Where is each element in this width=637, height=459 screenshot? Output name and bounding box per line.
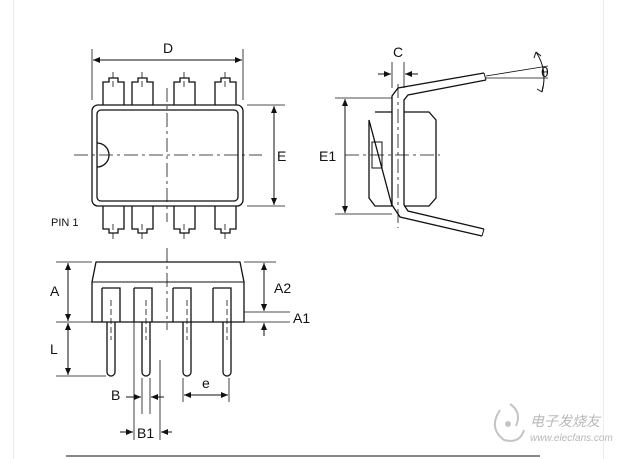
theta-label: θ xyxy=(541,64,549,80)
pin1-label: PIN 1 xyxy=(51,217,79,229)
left-frame-edge xyxy=(13,0,14,459)
front-pin-2 xyxy=(133,287,153,377)
front-view xyxy=(56,248,290,440)
pin-center-lines xyxy=(112,72,226,240)
dim-e-label: E xyxy=(277,148,286,164)
side-view-lead-upper xyxy=(391,72,487,205)
dim-c-label: C xyxy=(393,44,403,60)
lower-pin-4 xyxy=(214,206,237,234)
dim-e-pitch-label: e xyxy=(202,375,210,391)
lower-pin-1 xyxy=(102,206,125,234)
watermark-logo-icon xyxy=(493,403,525,442)
dim-b1-label: B1 xyxy=(137,425,154,441)
front-pin-1 xyxy=(101,287,121,377)
dim-l-label: L xyxy=(50,341,58,357)
watermark-url: www.elecfans.com xyxy=(530,433,613,444)
dim-b-label: B xyxy=(111,387,120,403)
dim-d-label: D xyxy=(163,40,173,56)
upper-pin-2 xyxy=(131,77,154,105)
top-view-upper-pins xyxy=(102,77,237,105)
upper-pin-3 xyxy=(173,77,196,105)
front-view-body xyxy=(91,261,245,323)
side-view-lead-lower xyxy=(391,204,485,237)
watermark-brand: 电子发烧友 xyxy=(530,414,602,430)
front-pin-center-lines xyxy=(110,300,228,340)
dim-a2-label: A2 xyxy=(274,280,291,296)
dim-a-label: A xyxy=(50,283,60,299)
top-view-lower-pins xyxy=(102,206,237,234)
side-view-body xyxy=(368,111,437,207)
upper-pin-4 xyxy=(214,77,237,105)
watermark: 电子发烧友 www.elecfans.com xyxy=(493,403,613,444)
upper-pin-1 xyxy=(102,77,125,105)
top-view-body-inner xyxy=(96,109,239,202)
lower-pin-3 xyxy=(173,206,196,234)
lower-pin-2 xyxy=(131,206,154,234)
front-pin-3 xyxy=(172,287,192,377)
theta-reference-line xyxy=(485,65,549,77)
front-pin-4 xyxy=(212,287,232,377)
dim-a1-label: A1 xyxy=(293,310,310,326)
front-view-pins xyxy=(101,287,232,377)
right-frame-edge xyxy=(603,0,604,459)
top-view-body-outer xyxy=(91,104,244,207)
dim-e1-label: E1 xyxy=(319,148,336,164)
top-view xyxy=(74,49,285,240)
side-view xyxy=(335,51,549,237)
